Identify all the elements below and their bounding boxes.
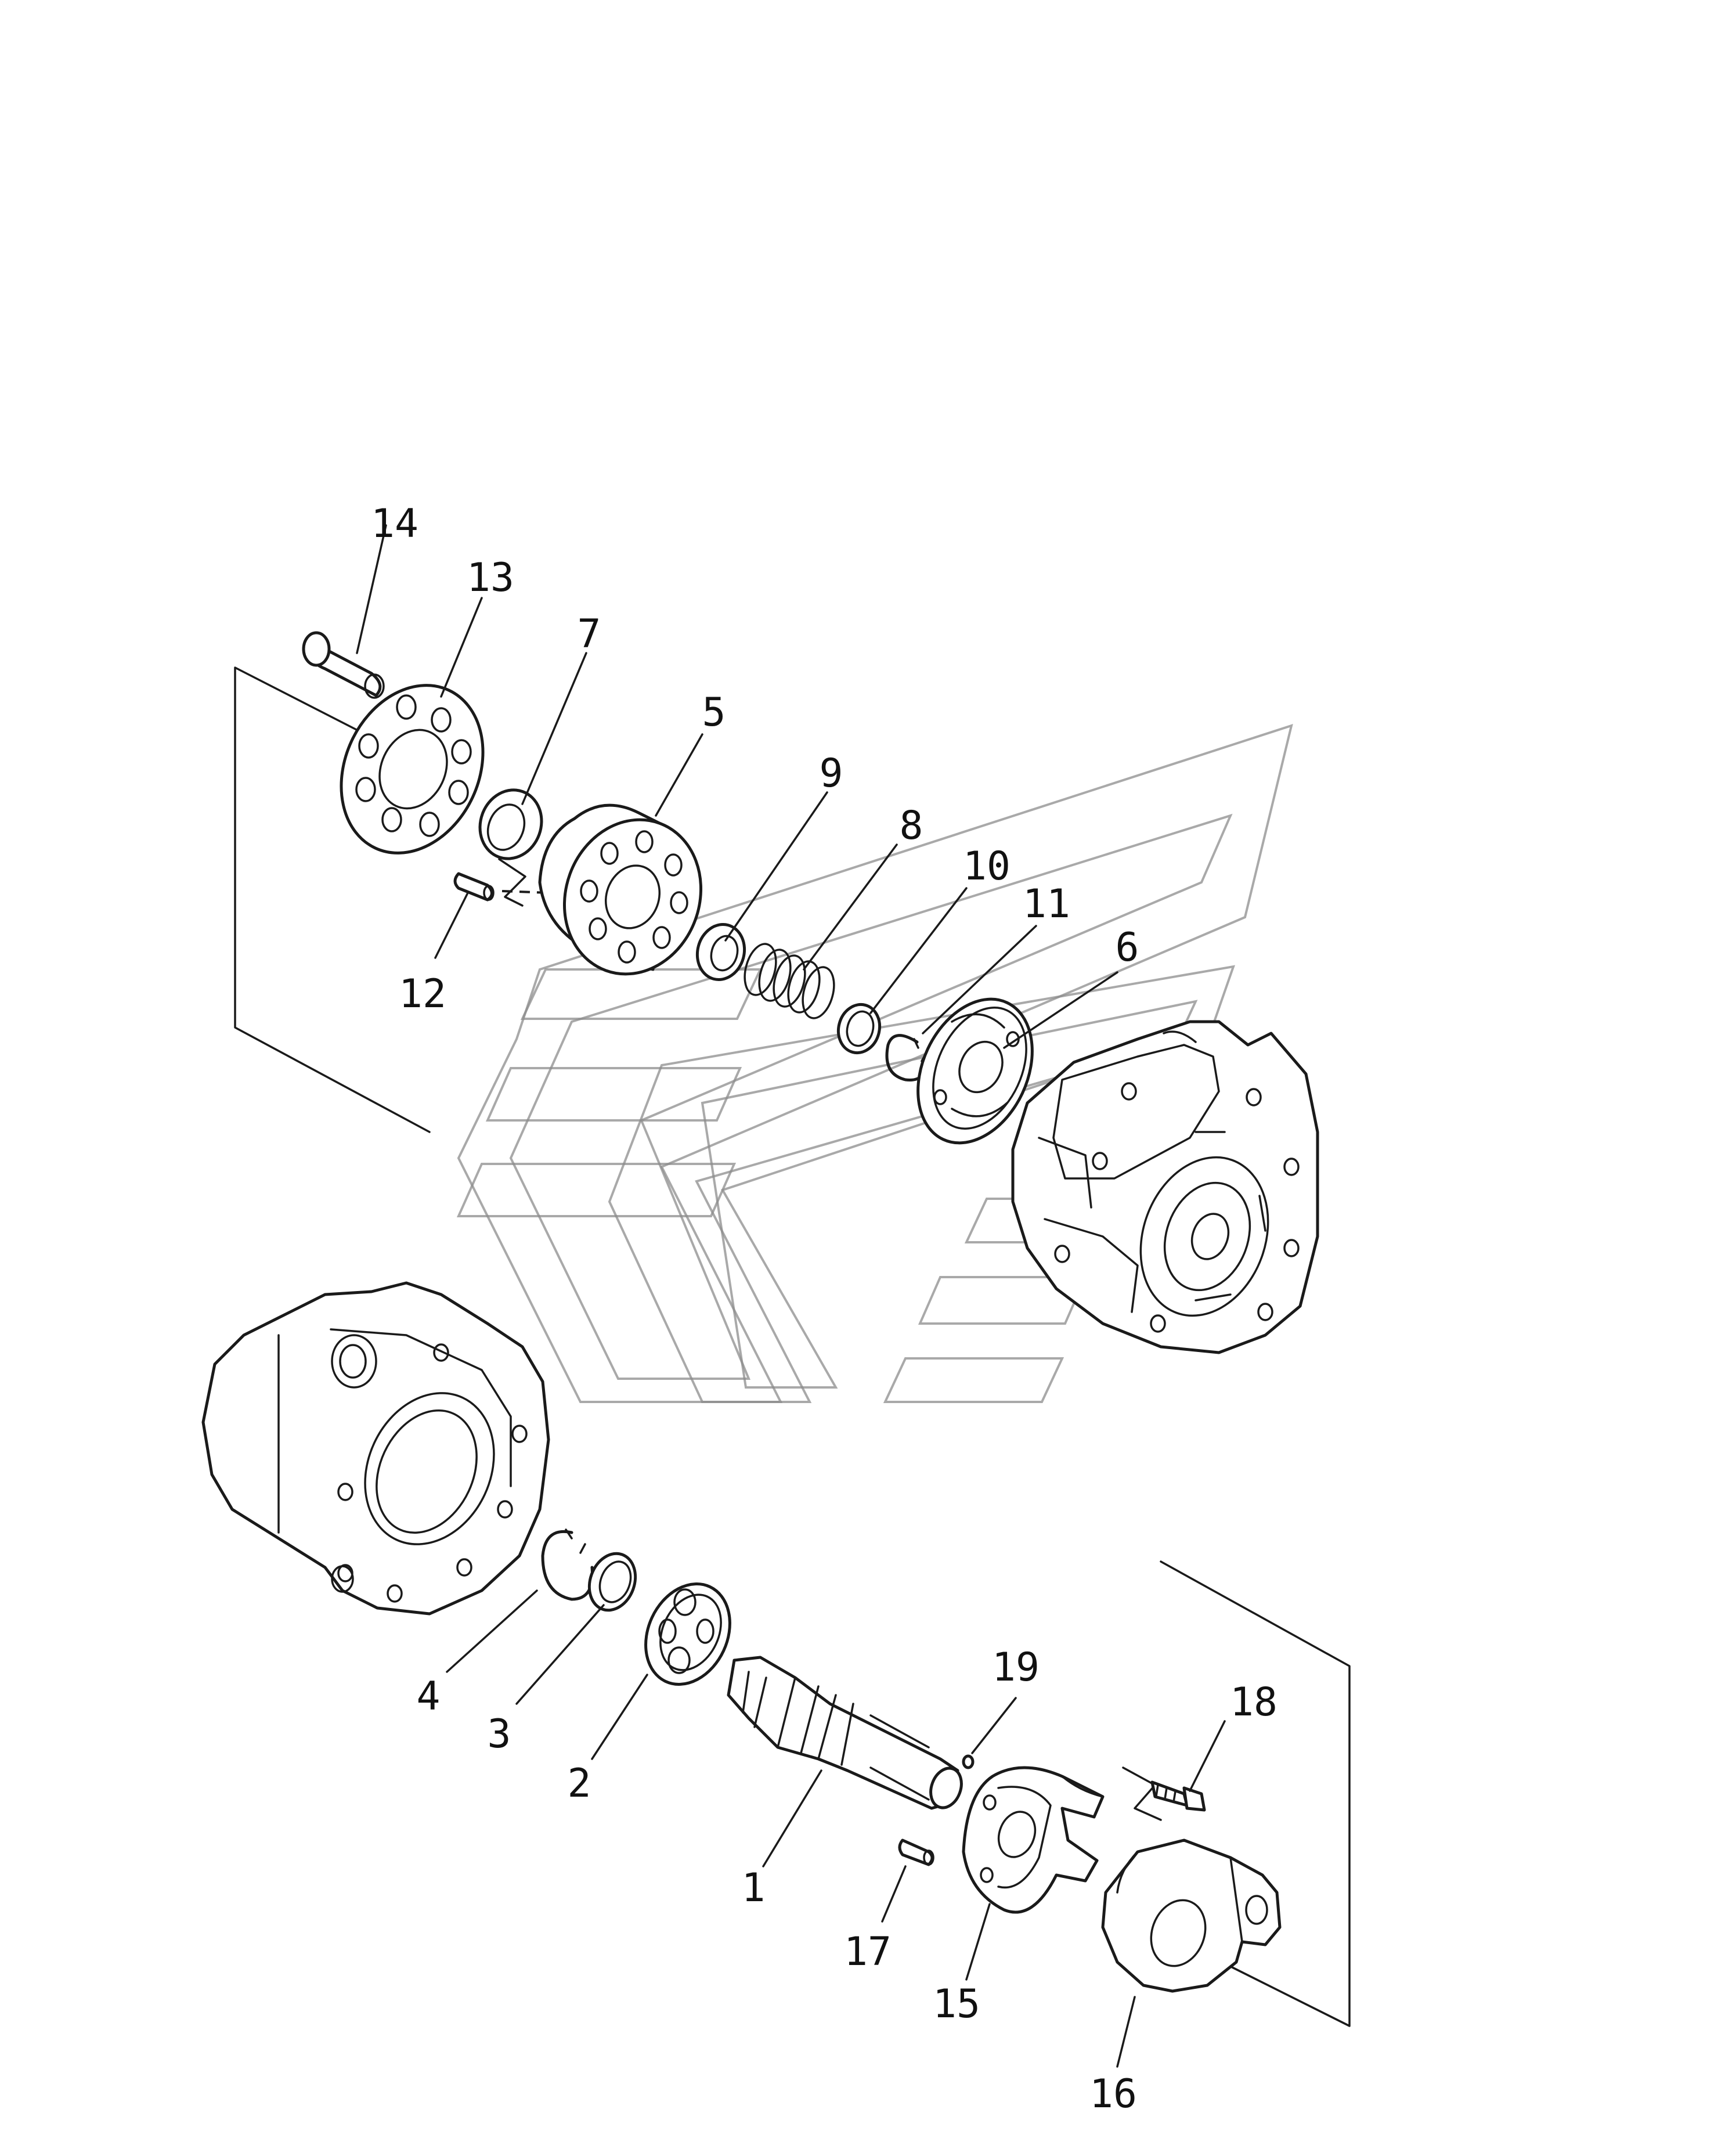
label-part-2: 2 [568,1761,591,1807]
leader-9 [724,791,828,942]
assembly-reference-lines [234,666,1351,2027]
leader-lines [356,524,1226,2068]
leader-15 [965,1903,991,1981]
part-8-spring [744,943,835,1019]
leader-18 [1189,1720,1226,1792]
leader-1 [762,1769,822,1867]
label-part-12: 12 [399,971,446,1017]
part-18-bolt [1150,1780,1206,1812]
part-16-rocker-cam [1101,1838,1282,1993]
leader-11 [922,925,1037,1034]
leader-16 [1116,1996,1136,2068]
leader-19 [971,1697,1017,1754]
leader-3 [515,1604,605,1705]
label-part-18: 18 [1230,1679,1277,1725]
label-part-1: 1 [742,1865,766,1911]
label-part-4: 4 [417,1674,441,1719]
part-labels: 14 13 7 5 9 8 10 11 6 12 4 3 2 1 19 18 1… [371,501,1277,2117]
leader-10 [869,887,968,1014]
part-19-ball [962,1754,975,1769]
leader-4 [446,1589,538,1673]
part-13-retainer-plate [340,684,485,855]
label-part-5: 5 [702,690,726,736]
label-part-13: 13 [467,555,514,601]
part-left-housing [201,1281,550,1616]
part-6-valve-plate [916,997,1034,1145]
part-4-snap-ring [541,1528,594,1601]
label-part-17: 17 [844,1929,892,1975]
label-part-19: 19 [992,1645,1040,1690]
part-9-collar [695,922,746,982]
leader-8 [803,843,898,971]
part-5-cylinder-block [538,803,703,976]
part-right-housing [1011,1020,1319,1354]
label-part-6: 6 [1116,925,1139,971]
label-part-16: 16 [1089,2071,1137,2117]
leader-13 [440,597,483,698]
part-1-shaft [727,1656,963,1810]
leader-12 [434,893,468,959]
part-10-washer [836,1003,882,1055]
part-2-bearing [644,1582,731,1686]
leader-14 [356,524,387,654]
part-12-small-pin [453,872,495,902]
label-part-11: 11 [1023,881,1070,927]
watermark-logo [456,723,1293,1403]
part-7-bushing [478,788,543,860]
part-14-pin [302,631,385,699]
part-3-ring [587,1552,637,1612]
label-part-10: 10 [963,843,1011,889]
label-part-7: 7 [578,611,601,657]
leader-2 [591,1674,648,1760]
label-part-15: 15 [933,1981,980,2027]
label-part-9: 9 [820,751,843,796]
leader-6 [1003,971,1118,1049]
leader-7 [521,652,587,805]
label-part-8: 8 [900,803,923,849]
part-17-pin [898,1838,934,1866]
label-part-3: 3 [488,1711,511,1757]
leader-17 [881,1865,907,1923]
leader-5 [655,733,703,817]
label-part-14: 14 [371,501,418,547]
part-15-cradle [962,1766,1105,1914]
